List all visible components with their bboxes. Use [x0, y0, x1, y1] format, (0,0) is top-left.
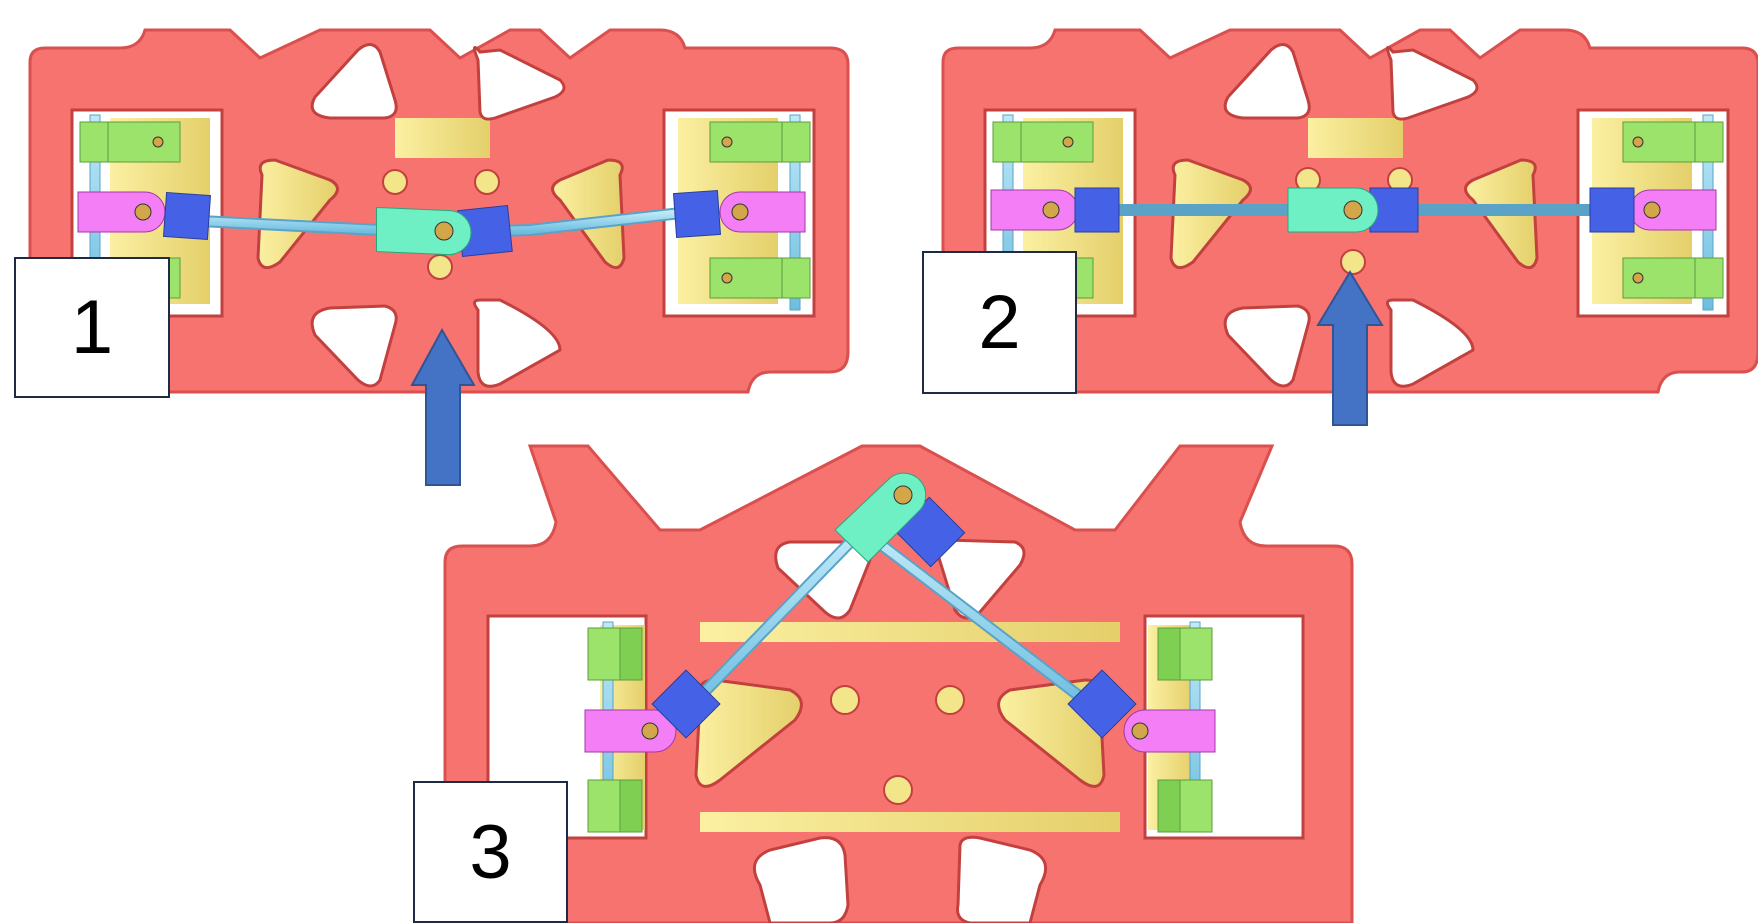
panel-label-3: 3	[413, 781, 568, 923]
plate-3	[443, 444, 1354, 923]
panel-1	[28, 28, 850, 394]
arrow-up-icon	[1316, 270, 1384, 426]
panel-label-2-text: 2	[978, 280, 1021, 365]
panel-label-2: 2	[922, 251, 1077, 394]
panel-label-1: 1	[14, 257, 170, 398]
panel-label-3-text: 3	[469, 809, 512, 895]
panel-label-1-text: 1	[70, 285, 114, 370]
panel-3	[443, 444, 1354, 923]
arrow-up-icon	[410, 327, 476, 486]
